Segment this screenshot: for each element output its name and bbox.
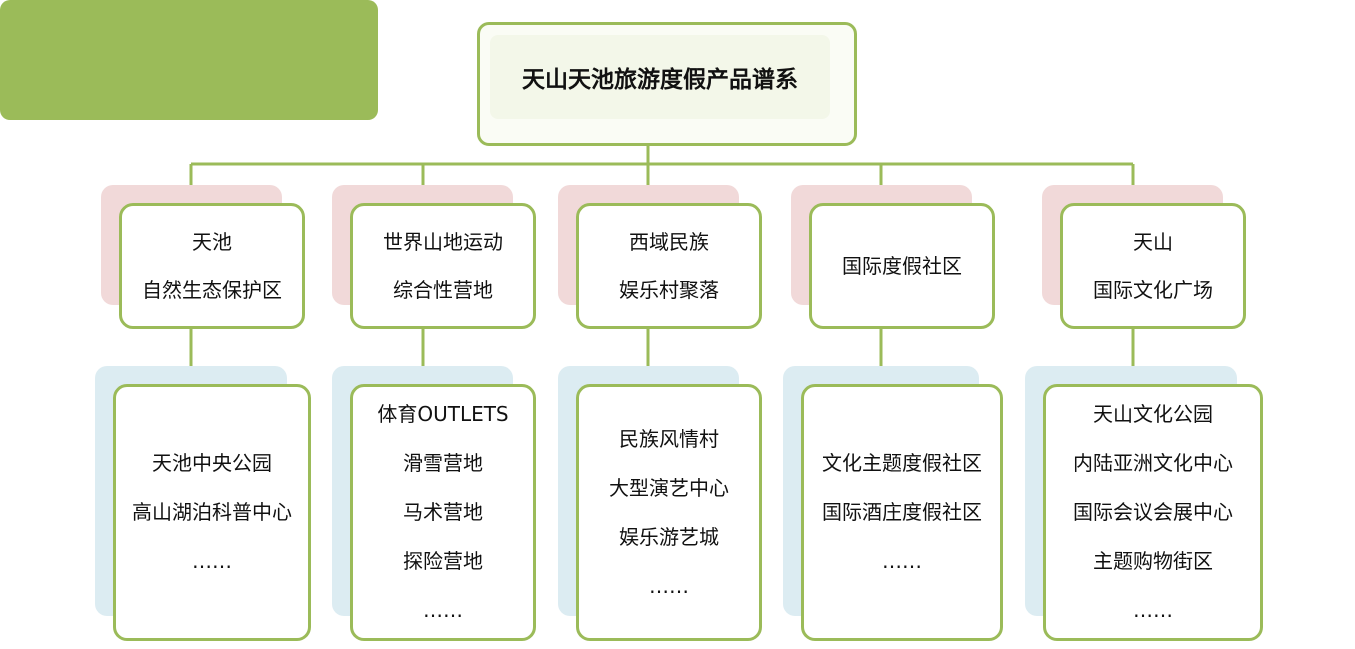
product-item: …… (192, 549, 232, 573)
product-item: 民族风情村 (619, 426, 719, 451)
title-shadow (0, 0, 378, 120)
category-box-2: 世界山地运动 综合性营地 (350, 203, 536, 329)
product-item: 内陆亚洲文化中心 (1073, 451, 1233, 475)
category-line: 世界山地运动 (383, 230, 503, 254)
category-line: 自然生态保护区 (142, 278, 282, 302)
product-item: 国际酒庄度假社区 (822, 500, 982, 524)
product-box-5: 天山文化公园 内陆亚洲文化中心 国际会议会展中心 主题购物街区 …… (1043, 384, 1263, 641)
product-box-3: 民族风情村 大型演艺中心 娱乐游艺城 …… (576, 384, 762, 641)
product-item: 文化主题度假社区 (822, 451, 982, 475)
product-item: 主题购物街区 (1093, 549, 1213, 573)
product-item: 高山湖泊科普中心 (132, 500, 292, 524)
product-item: …… (882, 549, 922, 573)
category-box-5: 天山 国际文化广场 (1060, 203, 1246, 329)
category-line: 国际度假社区 (842, 254, 962, 278)
category-line: 西域民族 (629, 230, 709, 254)
product-item: 体育OUTLETS (377, 402, 509, 426)
product-item: 天池中央公园 (152, 451, 272, 475)
category-line: 综合性营地 (393, 278, 493, 302)
product-item: …… (1133, 598, 1173, 622)
product-item: 天山文化公园 (1093, 402, 1213, 426)
category-box-3: 西域民族 娱乐村聚落 (576, 203, 762, 329)
category-line: 天池 (192, 230, 232, 254)
product-item: 大型演艺中心 (609, 475, 729, 500)
product-box-1: 天池中央公园 高山湖泊科普中心 …… (113, 384, 311, 641)
product-item: …… (649, 573, 689, 598)
category-line: 国际文化广场 (1093, 278, 1213, 302)
product-item: …… (423, 598, 463, 622)
product-box-2: 体育OUTLETS 滑雪营地 马术营地 探险营地 …… (350, 384, 536, 641)
product-item: 滑雪营地 (403, 451, 483, 475)
product-box-4: 文化主题度假社区 国际酒庄度假社区 …… (801, 384, 1003, 641)
category-box-4: 国际度假社区 (809, 203, 995, 329)
title-box: 天山天池旅游度假产品谱系 (477, 22, 857, 146)
product-item: 国际会议会展中心 (1073, 500, 1233, 524)
product-item: 探险营地 (403, 549, 483, 573)
category-box-1: 天池 自然生态保护区 (119, 203, 305, 329)
category-line: 天山 (1133, 230, 1173, 254)
product-item: 马术营地 (403, 500, 483, 524)
diagram-title: 天山天池旅游度假产品谱系 (490, 35, 830, 119)
category-line: 娱乐村聚落 (619, 278, 719, 302)
product-item: 娱乐游艺城 (619, 524, 719, 549)
